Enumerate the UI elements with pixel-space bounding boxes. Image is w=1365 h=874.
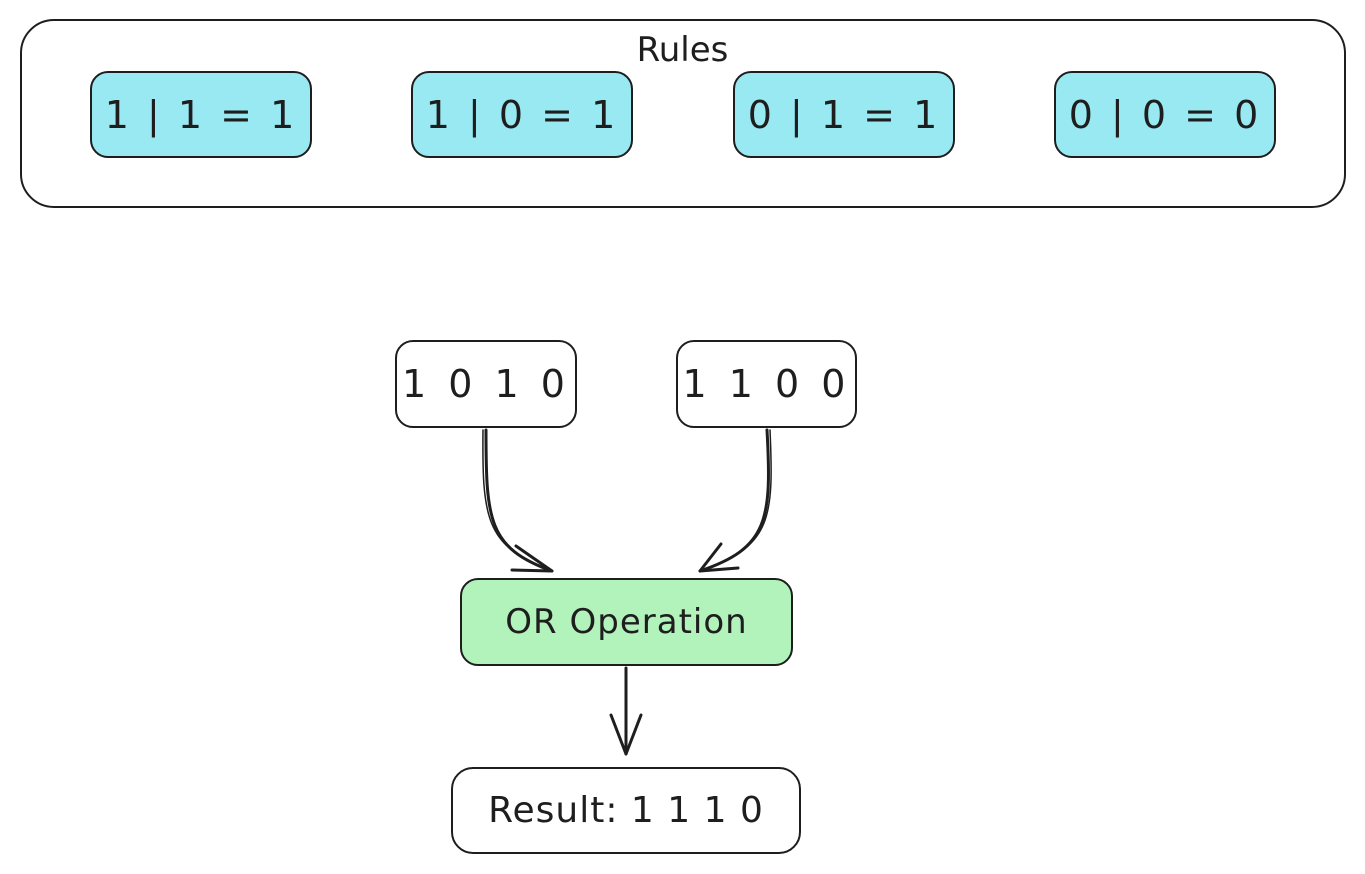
result-box: Result: 1 1 1 0 (451, 767, 801, 854)
rule-0-or-1: 0 | 1 = 1 (733, 71, 955, 158)
arrow-input-b-to-operation (698, 428, 770, 573)
input-a-box: 1 0 1 0 (395, 340, 577, 428)
rule-1-or-0: 1 | 0 = 1 (411, 71, 633, 158)
rule-0-or-0: 0 | 0 = 0 (1054, 71, 1276, 158)
arrowhead-b (698, 542, 740, 573)
input-b-box: 1 1 0 0 (676, 340, 857, 428)
rule-1-or-1: 1 | 1 = 1 (90, 71, 312, 158)
rules-panel (20, 19, 1346, 208)
arrowhead-a (510, 544, 554, 573)
rules-title: Rules (636, 30, 729, 70)
or-operation-box: OR Operation (460, 578, 793, 666)
arrowhead-result (609, 713, 643, 756)
